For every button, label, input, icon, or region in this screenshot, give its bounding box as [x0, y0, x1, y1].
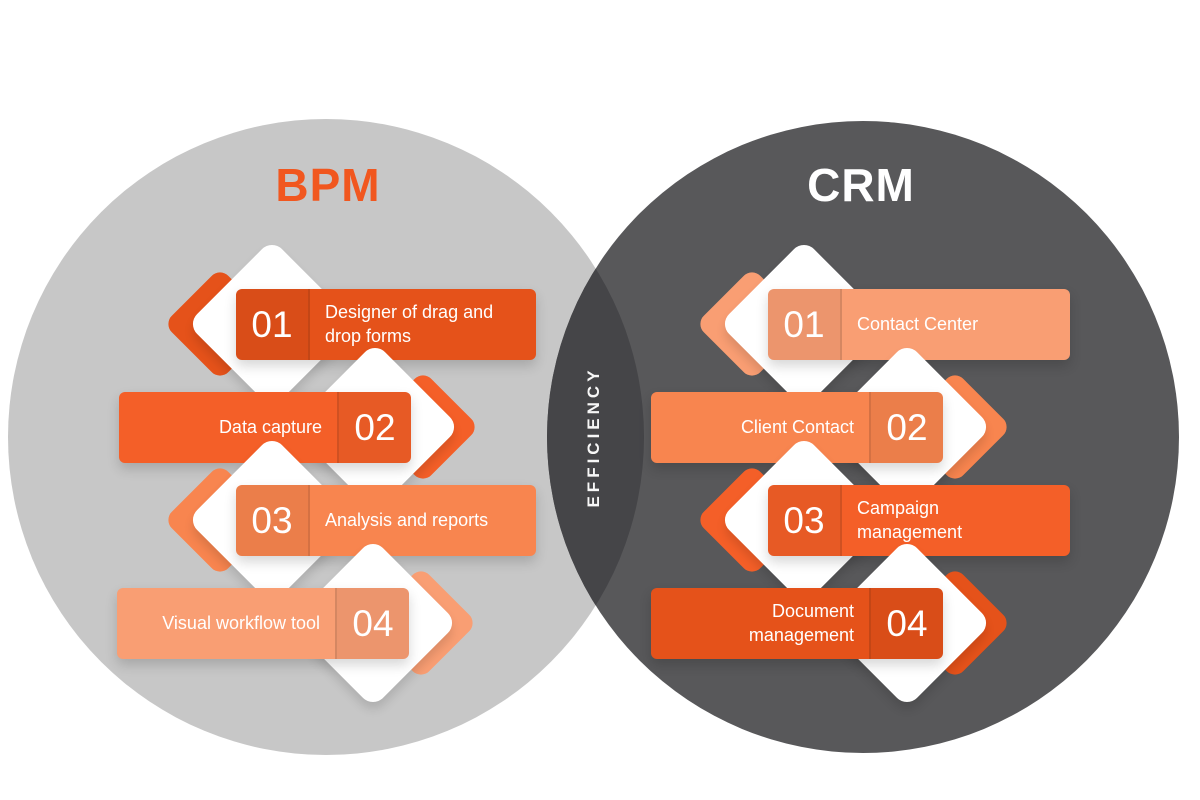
crm-item-3: 03 Campaign management — [695, 435, 1070, 605]
crm-item-3-bar: 03 Campaign management — [768, 485, 1070, 556]
item-label: Campaign management — [857, 498, 963, 542]
bpm-item-3-bar: 03 Analysis and reports — [236, 485, 536, 556]
item-label: Visual workflow tool — [162, 612, 320, 633]
crm-item-2-bar: Client Contact 02 — [651, 392, 943, 463]
item-number: 01 — [768, 289, 842, 360]
bpm-item-1: 01 Designer of drag and drop forms — [163, 239, 536, 409]
item-number: 02 — [869, 392, 943, 463]
item-number: 03 — [236, 485, 310, 556]
item-label: Designer of drag and drop forms — [325, 302, 494, 346]
item-label: Client Contact — [740, 416, 854, 437]
bpm-item-4: Visual workflow tool 04 — [117, 538, 478, 708]
item-number: 04 — [869, 588, 943, 659]
crm-item-1: 01 Contact Center — [695, 239, 1070, 409]
crm-item-4: Document management 04 — [651, 538, 1012, 708]
bpm-title: BPM — [275, 159, 381, 211]
bpm-item-1-bar: 01 Designer of drag and drop forms — [236, 289, 536, 360]
crm-item-1-bar: 01 Contact Center — [768, 289, 1070, 360]
item-label: Contact Center — [857, 313, 979, 334]
crm-title: CRM — [807, 159, 915, 211]
item-number: 01 — [236, 289, 310, 360]
item-label: Analysis and reports — [325, 509, 489, 530]
bpm-item-4-bar: Visual workflow tool 04 — [117, 588, 409, 659]
bpm-item-3: 03 Analysis and reports — [163, 435, 536, 605]
item-number: 03 — [768, 485, 842, 556]
item-label: Data capture — [218, 416, 322, 437]
item-label: Document management — [748, 601, 854, 645]
item-number: 02 — [337, 392, 411, 463]
crm-item-2: Client Contact 02 — [651, 342, 1012, 512]
crm-item-4-bar: Document management 04 — [651, 588, 943, 659]
efficiency-label: EFFICIENCY — [584, 366, 603, 508]
item-number: 04 — [335, 588, 409, 659]
